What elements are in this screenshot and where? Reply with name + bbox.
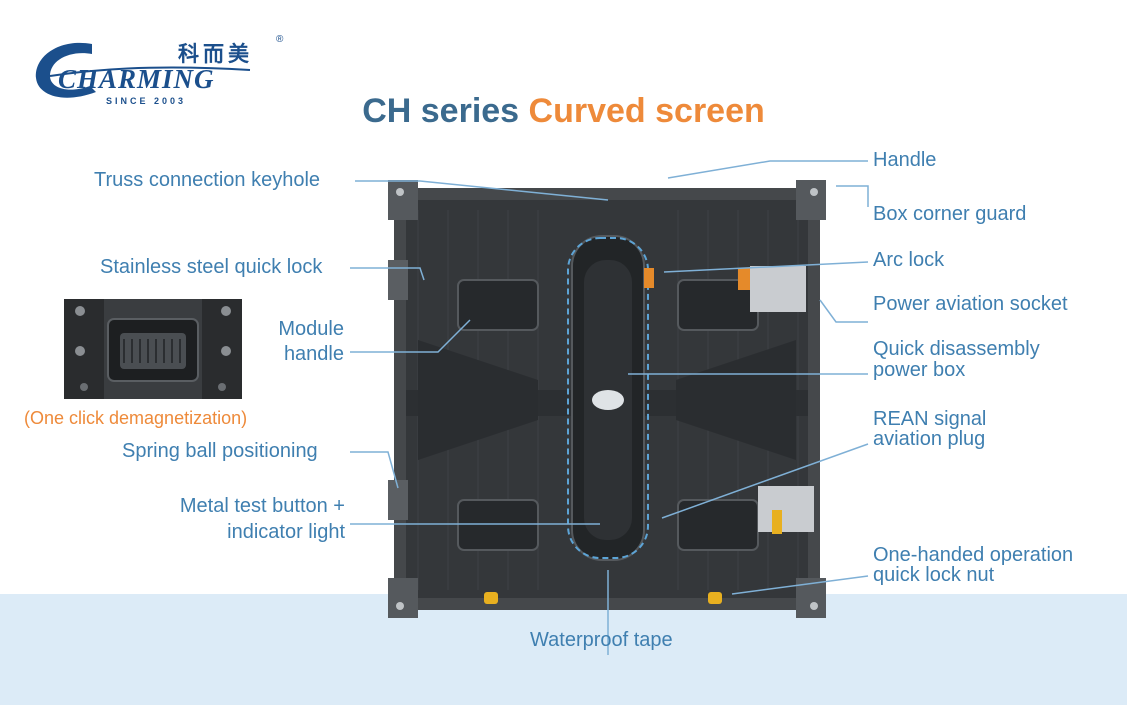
title-series: CH series <box>362 92 520 130</box>
label-one-handed-line2: quick lock nut <box>873 564 995 586</box>
label-spring-ball-positioning: Spring ball positioning <box>122 440 318 462</box>
demagnetization-note: (One click demagnetization) <box>24 408 248 428</box>
page-title: CH series Curved screen <box>0 92 1127 131</box>
label-quick-disassembly-line1: Quick disassembly <box>873 338 1040 360</box>
label-metal-test-button-line2: indicator light <box>227 521 345 543</box>
module-handle-detail-photo <box>64 299 242 399</box>
label-one-handed-quick-lock-nut: One-handed operation quick lock nut <box>873 544 1074 586</box>
label-module-handle-line1: Module <box>278 318 344 340</box>
title-curved: Curved screen <box>528 92 765 130</box>
label-quick-disassembly-power-box: Quick disassembly power box <box>873 338 1040 380</box>
logo-registered-mark: ® <box>276 34 284 45</box>
label-truss-connection-keyhole: Truss connection keyhole <box>94 169 321 191</box>
label-quick-disassembly-line2: power box <box>873 359 966 381</box>
label-power-aviation-socket: Power aviation socket <box>873 293 1068 315</box>
logo-wordmark: CHARMING <box>58 64 215 94</box>
label-rean-signal-line2: aviation plug <box>873 428 986 450</box>
logo-swoosh-icon <box>35 42 251 98</box>
brand-logo: 科而美 ® CHARMING SINCE 2003 <box>30 30 283 110</box>
label-box-corner-guard: Box corner guard <box>873 203 1027 225</box>
label-arc-lock: Arc lock <box>873 249 945 271</box>
label-one-handed-line1: One-handed operation <box>873 544 1074 566</box>
label-module-handle-line2: handle <box>283 343 344 365</box>
label-metal-test-button-line1: Metal test button + <box>179 495 345 517</box>
label-stainless-steel-quick-lock: Stainless steel quick lock <box>100 256 323 278</box>
label-module-handle: Module handle <box>260 317 344 367</box>
label-metal-test-button: Metal test button + indicator light <box>140 493 345 545</box>
led-cabinet-photo <box>388 180 826 618</box>
label-rean-signal-line1: REAN signal <box>873 408 987 430</box>
label-handle: Handle <box>873 149 937 171</box>
logo-since-text: SINCE 2003 <box>106 96 187 106</box>
bottom-band <box>0 594 1127 705</box>
label-waterproof-tape: Waterproof tape <box>530 629 673 651</box>
label-rean-signal-aviation-plug: REAN signal aviation plug <box>873 408 987 450</box>
logo-chinese-text: 科而美 <box>178 42 253 66</box>
